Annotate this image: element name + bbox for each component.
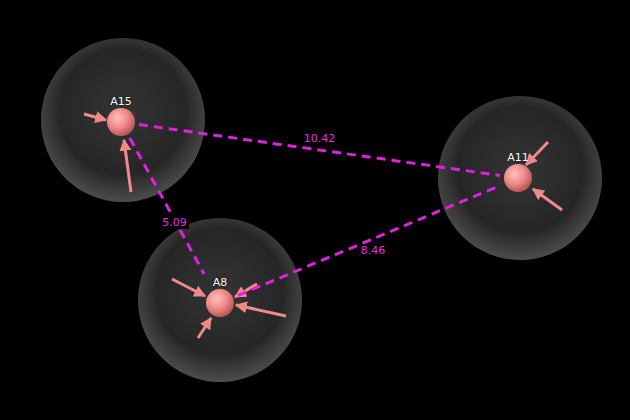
distance-label: 5.09 — [160, 216, 189, 229]
direction-arrow — [533, 189, 562, 210]
tolerance-sphere — [438, 96, 602, 260]
distance-line — [238, 186, 500, 296]
atom-space — [206, 289, 234, 317]
atom — [504, 164, 532, 192]
atom — [206, 289, 234, 317]
distance-line — [139, 125, 500, 176]
atom-label: A11 — [507, 151, 529, 164]
tolerance-sphere — [41, 38, 205, 202]
atom-label: A8 — [213, 276, 228, 289]
atom-space — [107, 108, 135, 136]
atom-node: A11 — [502, 151, 534, 192]
direction-arrow — [198, 318, 211, 338]
direction-arrows — [84, 114, 562, 338]
tolerance-sphere — [138, 218, 302, 382]
atom-space — [504, 164, 532, 192]
atom-node: A15 — [105, 95, 137, 136]
distance-label: 8.46 — [359, 244, 388, 257]
atom — [107, 108, 135, 136]
direction-arrow — [84, 114, 106, 120]
direction-arrow — [124, 140, 131, 192]
distance-line — [130, 138, 204, 274]
direction-arrow — [526, 142, 548, 165]
distance-label: 10.42 — [302, 132, 338, 145]
atom-node: A8 — [204, 276, 236, 317]
atom-label: A15 — [110, 95, 132, 108]
direction-arrow — [172, 279, 205, 296]
direction-arrow — [236, 305, 286, 316]
